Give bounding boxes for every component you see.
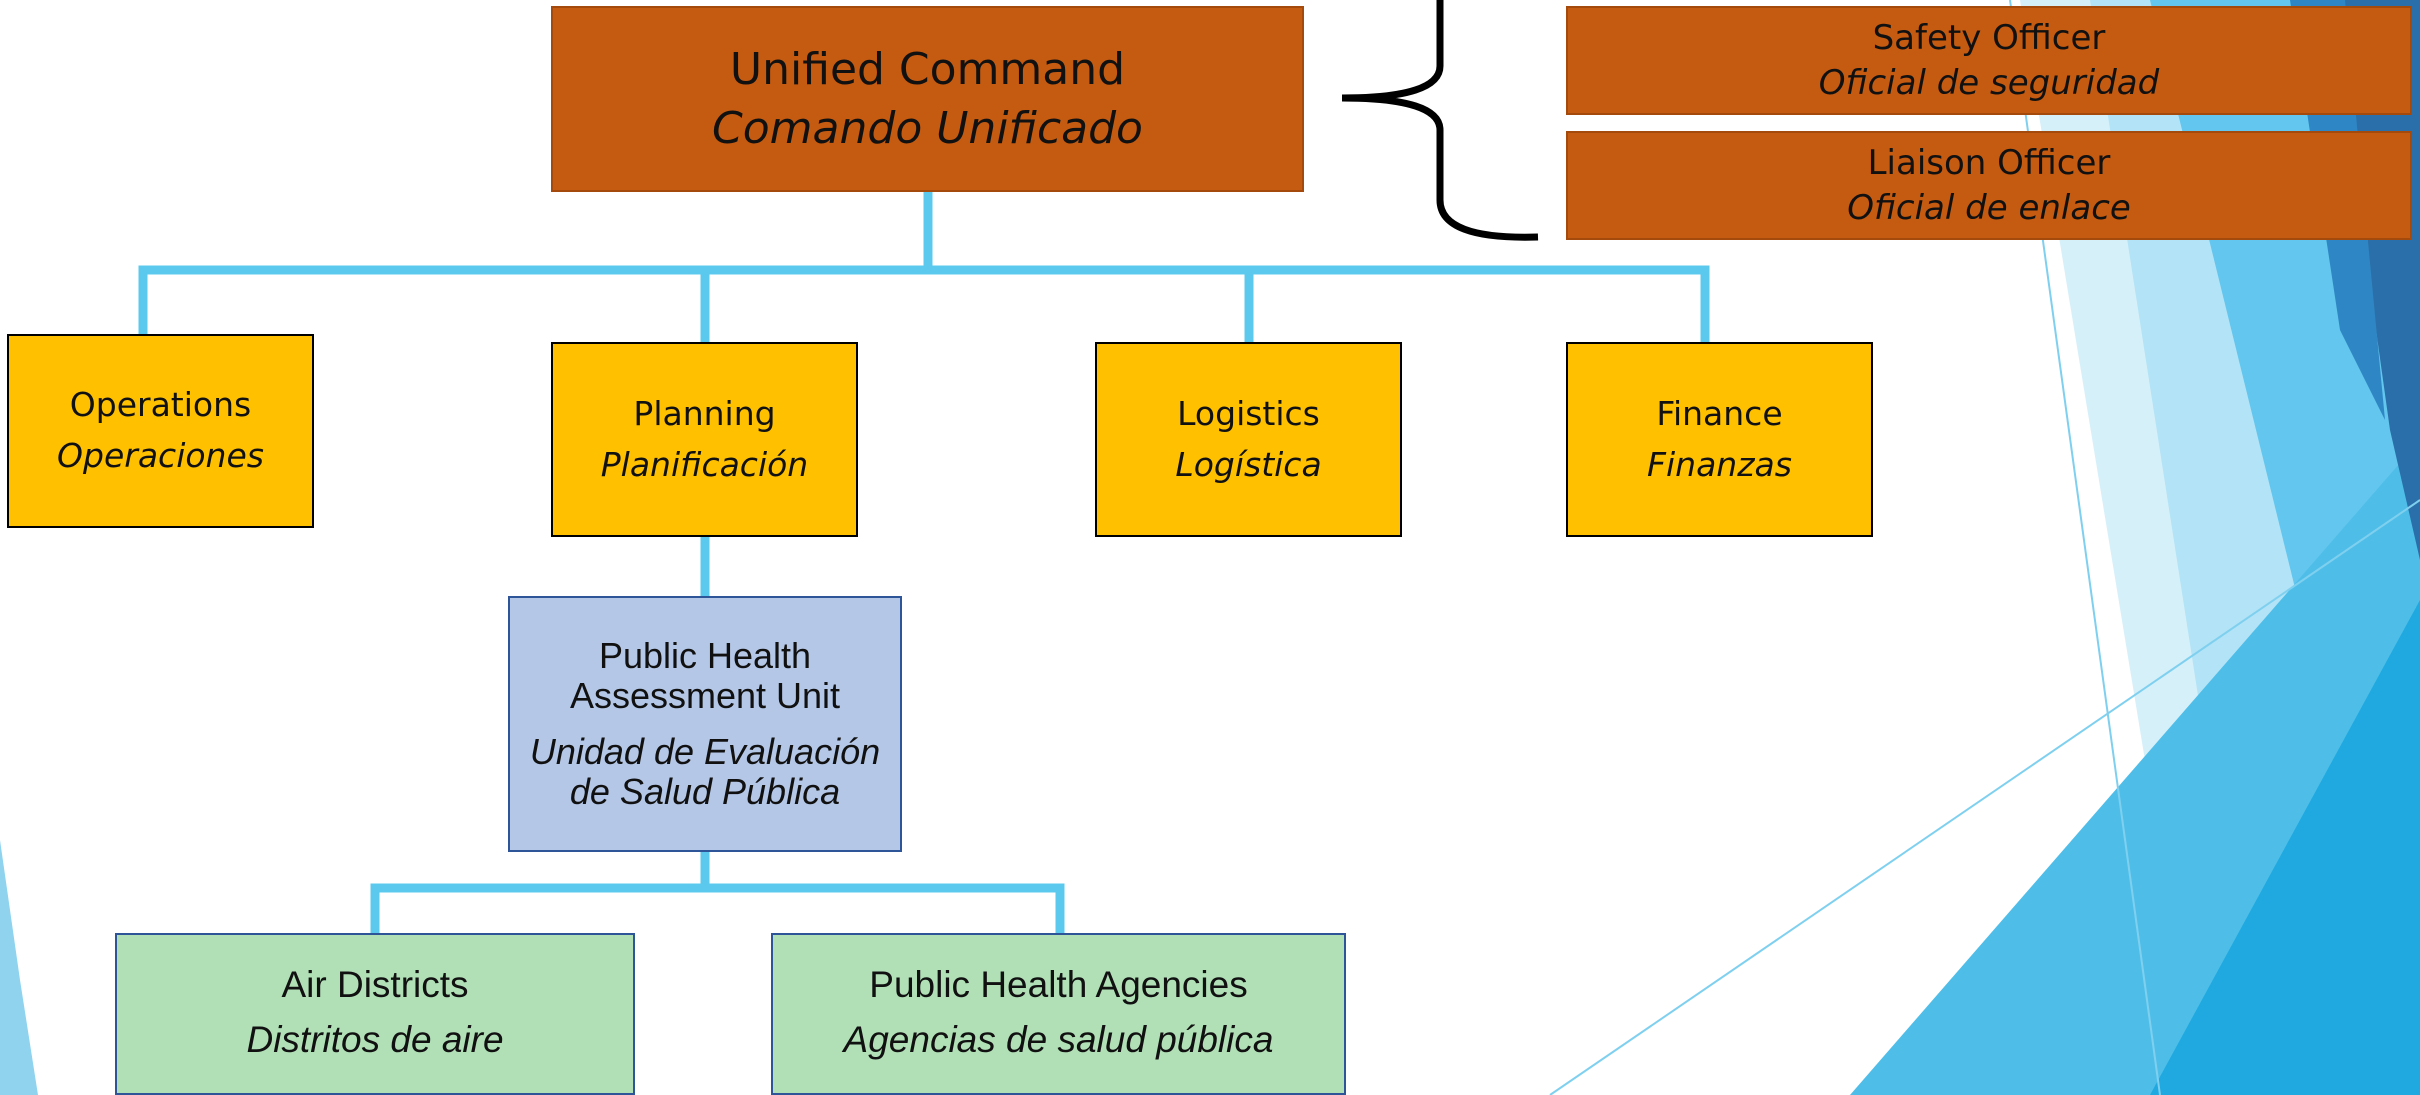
public-health-agencies-box: Public Health Agencies Agencias de salud… — [771, 933, 1346, 1095]
logistics-label-es: Logística — [1175, 444, 1322, 484]
liaison-officer-label: Liaison Officer — [1867, 142, 2111, 183]
bg-thin-line-2 — [1549, 499, 2420, 1095]
unified-command-box: Unified Command Comando Unificado — [551, 6, 1304, 192]
public-health-assessment-unit-box: Public Health Assessment Unit Unidad de … — [508, 596, 902, 852]
bg-left-sliver — [0, 840, 38, 1095]
command-staff-bracket — [1341, 0, 1539, 241]
operations-label: Operations — [69, 385, 252, 424]
public-health-agencies-label-es: Agencias de salud pública — [843, 1019, 1274, 1060]
liaison-officer-box: Liaison Officer Oficial de enlace — [1566, 131, 2412, 240]
logistics-label: Logistics — [1177, 393, 1320, 433]
bg-shard-bright — [2150, 600, 2420, 1095]
public-health-agencies-label: Public Health Agencies — [869, 964, 1248, 1005]
liaison-officer-label-es: Oficial de enlace — [1847, 187, 2131, 228]
planning-section-box: Planning Planificación — [551, 342, 858, 537]
air-districts-box: Air Districts Distritos de aire — [115, 933, 635, 1095]
public-health-assessment-unit-label-es: Unidad de Evaluación de Salud Pública — [529, 731, 881, 812]
public-health-assessment-unit-label: Public Health Assessment Unit — [569, 635, 841, 716]
finance-label-es: Finanzas — [1647, 444, 1792, 484]
operations-section-box: Operations Operaciones — [7, 334, 314, 528]
safety-officer-label: Safety Officer — [1872, 17, 2106, 58]
operations-label-es: Operaciones — [57, 436, 264, 475]
unified-command-title: Unified Command — [729, 44, 1126, 95]
finance-section-box: Finance Finanzas — [1566, 342, 1873, 537]
planning-label-es: Planificación — [600, 444, 809, 484]
safety-officer-label-es: Oficial de seguridad — [1818, 62, 2160, 103]
planning-label: Planning — [633, 393, 776, 433]
finance-label: Finance — [1656, 393, 1783, 433]
safety-officer-box: Safety Officer Oficial de seguridad — [1566, 6, 2412, 115]
unified-command-title-es: Comando Unificado — [712, 103, 1143, 154]
air-districts-label-es: Distritos de aire — [246, 1019, 504, 1060]
logistics-section-box: Logistics Logística — [1095, 342, 1402, 537]
air-districts-label: Air Districts — [281, 964, 469, 1005]
